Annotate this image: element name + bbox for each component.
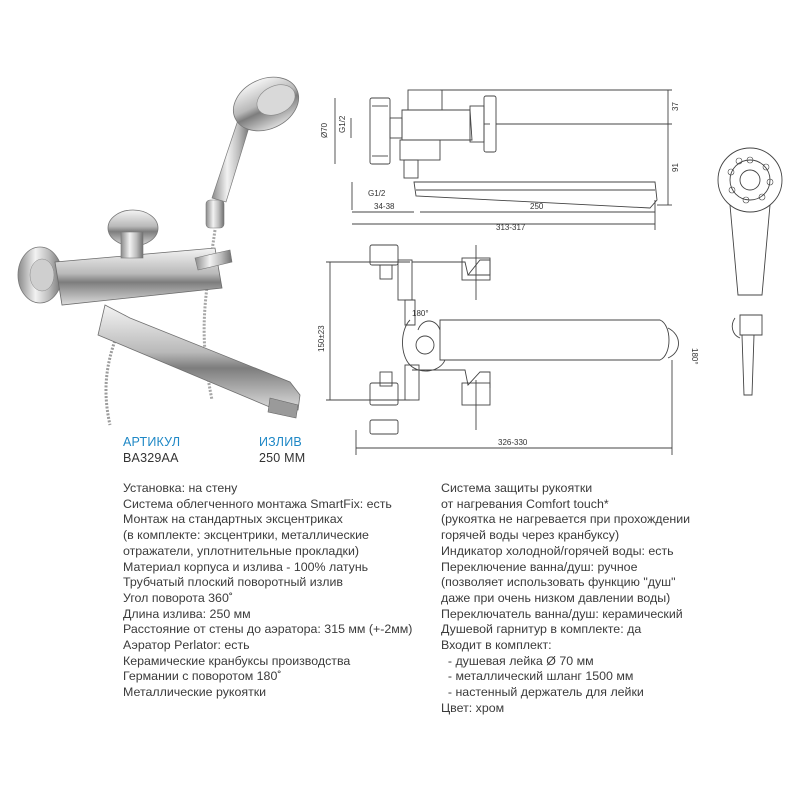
spec-line: Входит в комплект: bbox=[441, 638, 552, 653]
spec-line: Установка: на стену bbox=[123, 481, 238, 495]
spec-line: Материал корпуса и излива - 100% латунь bbox=[123, 559, 369, 574]
spout-label: ИЗЛИВ bbox=[259, 435, 302, 449]
dim-g12-top: G1/2 bbox=[338, 115, 347, 133]
specs-left: Установка: на стену Система облегченного… bbox=[123, 481, 412, 701]
shower-head-holes bbox=[727, 156, 774, 204]
spec-line: Цвет: хром bbox=[441, 700, 505, 715]
dim-313-317: 313-317 bbox=[496, 223, 526, 232]
dim-34-38: 34-38 bbox=[374, 202, 395, 211]
spec-line: Система облегченного монтажа SmartFix: е… bbox=[123, 496, 392, 511]
spec-line: Расстояние от стены до аэратора: 315 мм … bbox=[123, 622, 413, 637]
spec-line: - душевая лейка Ø 70 мм bbox=[441, 653, 594, 668]
dim-d70: Ø70 bbox=[320, 122, 329, 138]
spec-line: Переключение ванна/душ: ручное bbox=[441, 559, 638, 574]
dim-91: 91 bbox=[671, 163, 680, 172]
dim-37: 37 bbox=[671, 102, 680, 111]
spec-line: Металлические рукоятки bbox=[123, 685, 267, 700]
article-value: BA329AA bbox=[123, 451, 179, 465]
spec-line: отражатели, уплотнительные прокладки) bbox=[123, 543, 360, 558]
dim-rot180-handle: 180° bbox=[412, 309, 429, 318]
spec-line: Трубчатый плоский поворотный излив bbox=[123, 575, 343, 590]
spec-line: Угол поворота 360˚ bbox=[123, 590, 233, 605]
dim-326-330: 326-330 bbox=[498, 438, 528, 447]
spec-line: - металлический шланг 1500 мм bbox=[441, 669, 634, 684]
spec-line: Монтаж на стандартных эксцентриках bbox=[123, 512, 343, 527]
spec-line: Длина излива: 250 мм bbox=[123, 606, 251, 621]
spec-line: Переключатель ванна/душ: керамический bbox=[441, 606, 683, 621]
article-label: АРТИКУЛ bbox=[123, 435, 181, 449]
spec-line: даже при очень низком давлении воды) bbox=[441, 590, 671, 605]
spec-line: - настенный держатель для лейки bbox=[441, 685, 644, 700]
spec-line: Германии с поворотом 180˚ bbox=[123, 669, 282, 684]
dim-g12-side: G1/2 bbox=[368, 189, 386, 198]
spec-line: Индикатор холодной/горячей воды: есть bbox=[441, 543, 674, 558]
dim-250: 250 bbox=[530, 202, 544, 211]
spec-line: (рукоятка не нагревается при прохождении bbox=[441, 512, 691, 527]
spec-line: Душевой гарнитур в комплекте: да bbox=[441, 622, 642, 637]
spec-line: (позволяет использовать функцию "душ" bbox=[441, 575, 676, 590]
spec-line: от нагревания Comfort touch* bbox=[441, 496, 609, 511]
spec-line: Керамические кранбуксы производства bbox=[123, 653, 351, 668]
spec-line: Система защиты рукоятки bbox=[441, 481, 593, 495]
dim-150: 150±23 bbox=[317, 325, 326, 352]
dim-rot180-spout: 180° bbox=[690, 348, 699, 365]
spec-line: горячей воды через кранбуксу) bbox=[441, 528, 620, 543]
spout-value: 250 ММ bbox=[259, 451, 306, 465]
spec-line: Аэратор Perlator: есть bbox=[123, 638, 250, 653]
specs-right: Система защиты рукоятки от нагревания Co… bbox=[441, 481, 690, 717]
spec-line: (в комплекте: эксцентрики, металлические bbox=[123, 528, 369, 543]
